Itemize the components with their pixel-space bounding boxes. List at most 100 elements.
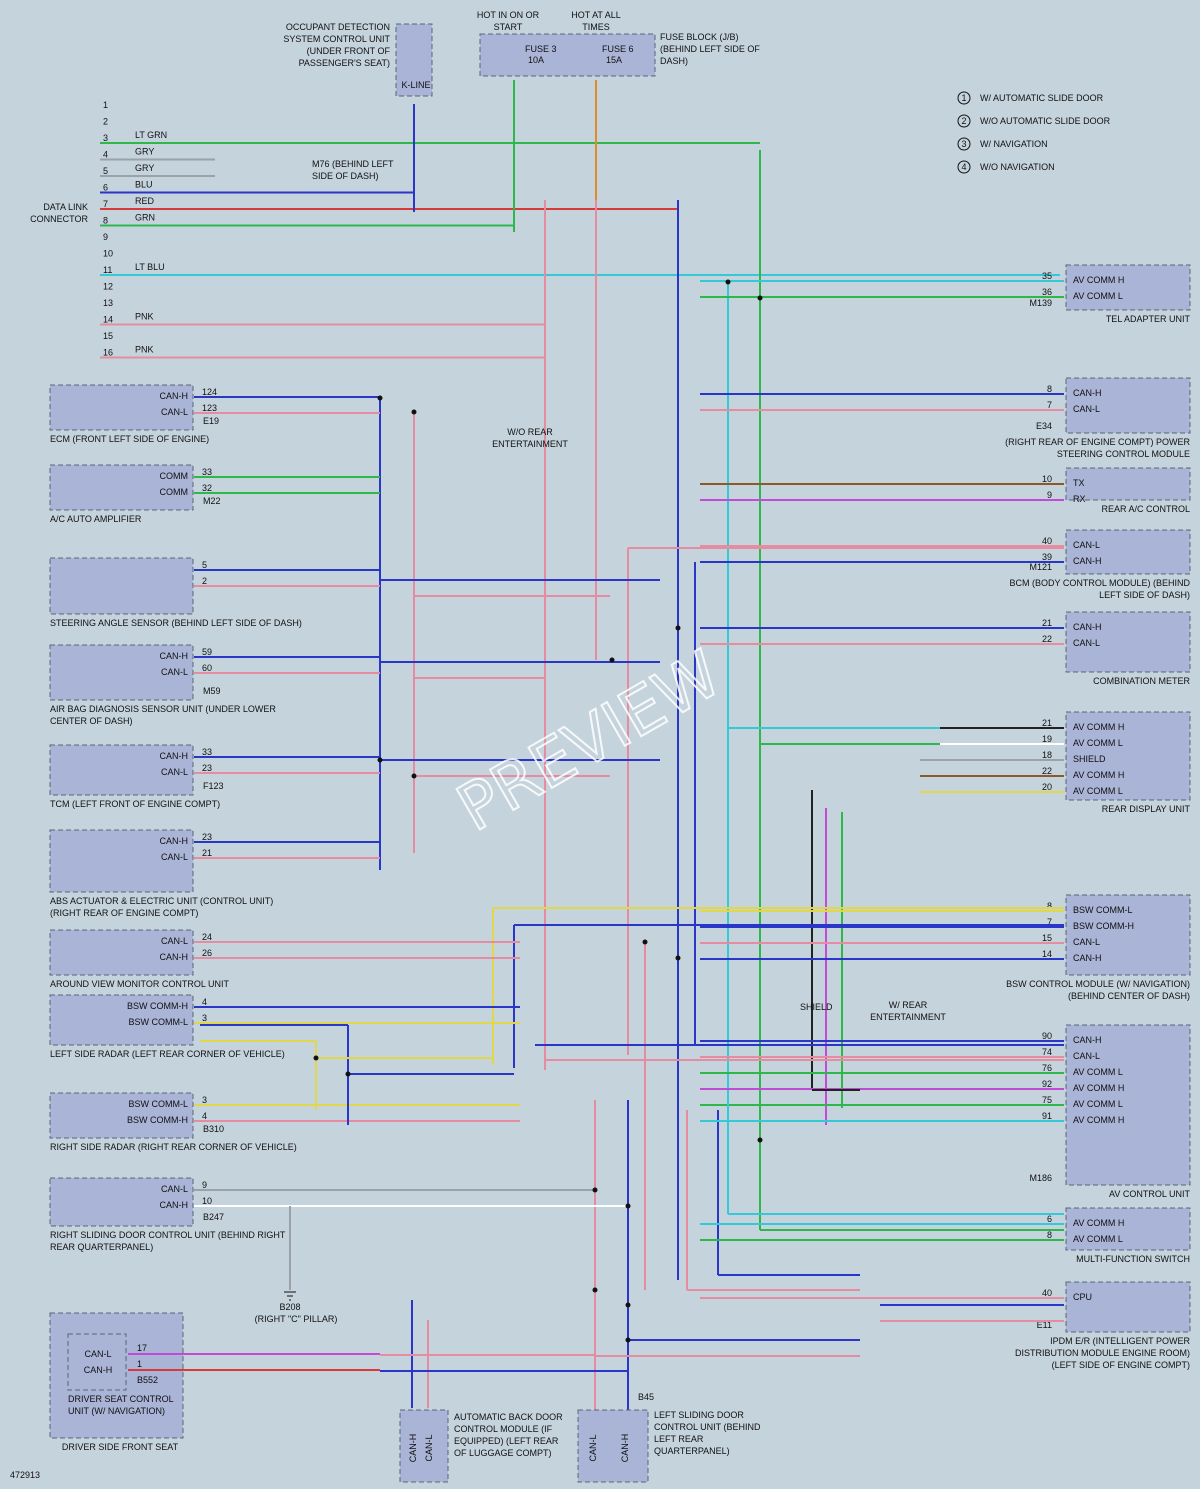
junction-dot-8 bbox=[757, 1137, 763, 1143]
right-module-pin-7-4: AV COMM L bbox=[1073, 1099, 1123, 1109]
occupant-title: PASSENGER'S SEAT) bbox=[299, 58, 390, 68]
left-module-title-8: RIGHT SIDE RADAR (RIGHT REAR CORNER OF V… bbox=[50, 1142, 297, 1152]
occupant-title: SYSTEM CONTROL UNIT bbox=[283, 34, 390, 44]
right-module-num-1-0: 8 bbox=[1047, 384, 1052, 394]
left-module-pin-5-0: CAN-H bbox=[160, 836, 189, 846]
right-module-title-8: MULTI-FUNCTION SWITCH bbox=[1076, 1254, 1190, 1264]
right-module-title-6: BSW CONTROL MODULE (W/ NAVIGATION) bbox=[1006, 979, 1190, 989]
hot-at-all-label: TIMES bbox=[582, 22, 610, 32]
right-module-box-3 bbox=[1065, 529, 1191, 575]
left-module-box-2 bbox=[49, 557, 194, 615]
fuse-block-title: (BEHIND LEFT SIDE OF bbox=[660, 44, 760, 54]
left-module-conn-8: B310 bbox=[203, 1124, 224, 1134]
hot-in-on-label: START bbox=[494, 22, 523, 32]
fuse6-label: FUSE 6 bbox=[602, 44, 634, 54]
junction-dot-10 bbox=[675, 955, 681, 961]
dlc-wire-label-6: BLU bbox=[135, 180, 153, 190]
left-module-box-4 bbox=[49, 744, 194, 796]
driver-seat-num-1: 1 bbox=[137, 1359, 142, 1369]
left-module-num-3-0: 59 bbox=[202, 647, 212, 657]
right-module-num-8-0: 6 bbox=[1047, 1214, 1052, 1224]
junction-dot-0 bbox=[377, 395, 383, 401]
right-module-pin-7-2: AV COMM L bbox=[1073, 1067, 1123, 1077]
left-module-title-9: RIGHT SLIDING DOOR CONTROL UNIT (BEHIND … bbox=[50, 1230, 286, 1240]
left-module-pin-3-1: CAN-L bbox=[161, 667, 188, 677]
left-module-num-0-0: 124 bbox=[202, 387, 217, 397]
left-module-num-6-1: 26 bbox=[202, 948, 212, 958]
left-module-num-4-1: 23 bbox=[202, 763, 212, 773]
left-sliding-door-title: QUARTERPANEL) bbox=[654, 1446, 730, 1456]
right-module-box-5 bbox=[1065, 711, 1191, 801]
hot-in-on-label: HOT IN ON OR bbox=[477, 10, 540, 20]
right-module-num-7-2: 76 bbox=[1042, 1063, 1052, 1073]
left-module-pin-0-0: CAN-H bbox=[160, 391, 189, 401]
auto-back-door-title: OF LUGGAGE COMPT) bbox=[454, 1448, 552, 1458]
right-module-pin-0-0: AV COMM H bbox=[1073, 275, 1124, 285]
dlc-wire-label-5: GRY bbox=[135, 163, 154, 173]
right-module-box-9 bbox=[1065, 1281, 1191, 1333]
right-module-box-1 bbox=[1065, 377, 1191, 434]
left-module-title-1: A/C AUTO AMPLIFIER bbox=[50, 514, 142, 524]
dlc-pin-11: 11 bbox=[103, 265, 112, 275]
right-module-title-0: TEL ADAPTER UNIT bbox=[1106, 314, 1191, 324]
left-module-num-5-0: 23 bbox=[202, 832, 212, 842]
right-module-pin-2-1: RX bbox=[1073, 494, 1086, 504]
left-module-pin-0-1: CAN-L bbox=[161, 407, 188, 417]
left-module-num-8-1: 4 bbox=[202, 1111, 207, 1121]
right-module-pin-6-1: BSW COMM-H bbox=[1073, 921, 1134, 931]
junction-dot-1 bbox=[411, 409, 417, 415]
driver-seat-pin-1: CAN-H bbox=[84, 1365, 113, 1375]
driver-side-front-seat-label: DRIVER SIDE FRONT SEAT bbox=[62, 1442, 179, 1452]
dlc-pin-9: 9 bbox=[103, 232, 108, 242]
dlc-pin-4: 4 bbox=[103, 150, 108, 160]
legend-mark-num-1: 1 bbox=[961, 93, 966, 103]
dlc-pin-6: 6 bbox=[103, 183, 108, 193]
left-module-title-4: TCM (LEFT FRONT OF ENGINE COMPT) bbox=[50, 799, 220, 809]
occupant-title: OCCUPANT DETECTION bbox=[286, 22, 390, 32]
junction-dot-6 bbox=[675, 625, 681, 631]
dlc-wire-label-14: PNK bbox=[135, 312, 154, 322]
driver-seat-pin-0: CAN-L bbox=[84, 1349, 111, 1359]
right-module-num-7-3: 92 bbox=[1042, 1079, 1052, 1089]
right-module-pin-7-5: AV COMM H bbox=[1073, 1115, 1124, 1125]
right-module-title-1: STEERING CONTROL MODULE bbox=[1057, 449, 1190, 459]
left-module-num-2-1: 2 bbox=[202, 576, 207, 586]
dlc-pin-10: 10 bbox=[103, 249, 113, 259]
legend-mark-num-4: 4 bbox=[961, 162, 966, 172]
left-module-box-1 bbox=[49, 464, 194, 511]
right-module-title-9: DISTRIBUTION MODULE ENGINE ROOM) bbox=[1015, 1348, 1190, 1358]
left-sliding-door-title: LEFT SLIDING DOOR bbox=[654, 1410, 744, 1420]
left-module-title-3: AIR BAG DIAGNOSIS SENSOR UNIT (UNDER LOW… bbox=[50, 704, 276, 714]
right-module-pin-6-2: CAN-L bbox=[1073, 937, 1100, 947]
auto-back-door-pin-0: CAN-H bbox=[408, 1434, 418, 1463]
dlc-pin-7: 7 bbox=[103, 199, 108, 209]
right-module-pin-4-0: CAN-H bbox=[1073, 622, 1102, 632]
left-module-title-9: REAR QUARTERPANEL) bbox=[50, 1242, 153, 1252]
fuse-block-box bbox=[479, 33, 656, 77]
junction-dot-5 bbox=[757, 295, 763, 301]
right-module-conn-0: M139 bbox=[1029, 298, 1052, 308]
junction-dot-12 bbox=[625, 1203, 631, 1209]
legend-mark-num-2: 2 bbox=[961, 116, 966, 126]
right-module-pin-5-0: AV COMM H bbox=[1073, 722, 1124, 732]
junction-dot-2 bbox=[377, 757, 383, 763]
left-sliding-door-title: LEFT REAR bbox=[654, 1434, 704, 1444]
legend-text-2: W/O AUTOMATIC SLIDE DOOR bbox=[980, 116, 1111, 126]
driver-seat-conn: B552 bbox=[137, 1375, 158, 1385]
dlc-title-2: CONNECTOR bbox=[30, 214, 88, 224]
right-module-title-1: (RIGHT REAR OF ENGINE COMPT) POWER bbox=[1005, 437, 1190, 447]
auto-back-door-title: EQUIPPED) (LEFT REAR bbox=[454, 1436, 559, 1446]
right-module-pin-2-0: TX bbox=[1073, 478, 1085, 488]
occupant-title: (UNDER FRONT OF bbox=[307, 46, 391, 56]
left-module-num-7-1: 3 bbox=[202, 1013, 207, 1023]
right-module-title-4: COMBINATION METER bbox=[1093, 676, 1190, 686]
left-sliding-door-conn: B45 bbox=[638, 1392, 654, 1402]
driver-seat-num-0: 17 bbox=[137, 1343, 147, 1353]
junction-dot-17 bbox=[345, 1071, 351, 1077]
diagram-id: 472913 bbox=[10, 1470, 40, 1480]
junction-dot-7 bbox=[609, 657, 615, 663]
left-module-conn-9: B247 bbox=[203, 1212, 224, 1222]
dlc-pin-13: 13 bbox=[103, 298, 113, 308]
right-module-pin-9-0: CPU bbox=[1073, 1292, 1092, 1302]
